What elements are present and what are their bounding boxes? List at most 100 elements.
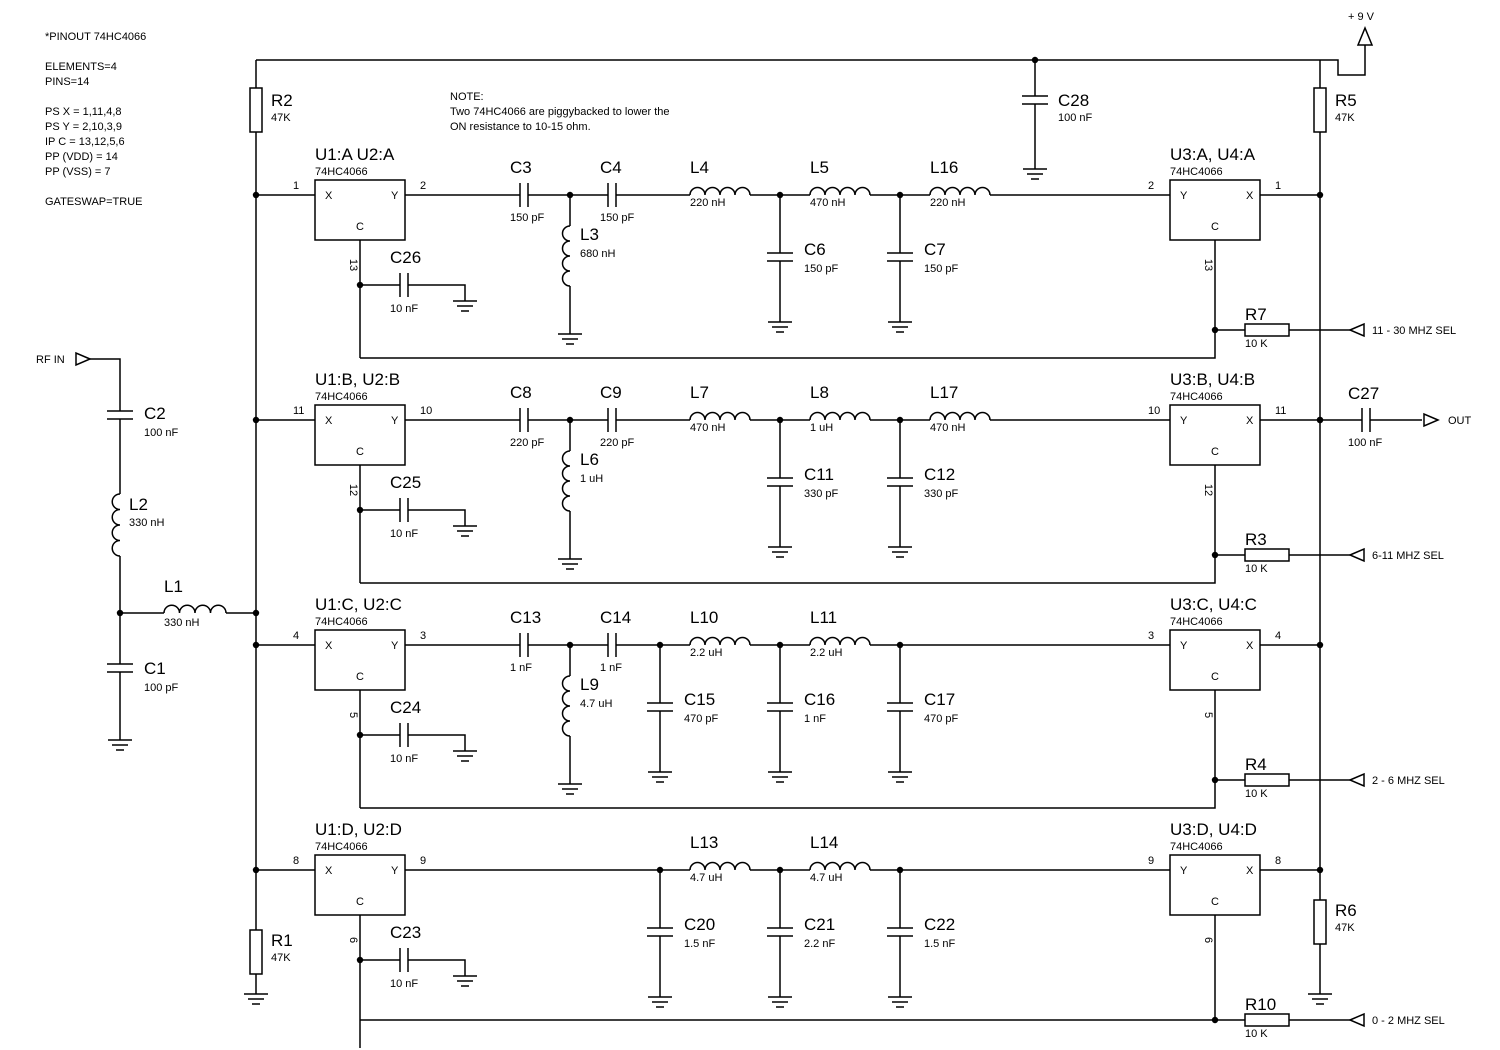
inductor-L9 xyxy=(561,675,571,737)
R3-designator: R3 xyxy=(1245,530,1267,549)
C8-designator: C8 xyxy=(510,383,532,402)
switch-4-right-letter: X xyxy=(1246,190,1254,202)
C20-value: 1.5 nF xyxy=(684,938,715,950)
C16-value: 1 nF xyxy=(804,713,826,725)
switch-0-pin-y: 2 xyxy=(420,180,426,192)
ground-symbol xyxy=(768,766,792,783)
switch-1-type: 74HC4066 xyxy=(315,391,368,403)
L7-value: 470 nH xyxy=(690,422,726,434)
sel-label-1: 6-11 MHZ SEL xyxy=(1372,550,1444,562)
switch-7-pin-y: 9 xyxy=(1148,855,1154,867)
switch-4-type: 74HC4066 xyxy=(1170,166,1223,178)
C16-designator: C16 xyxy=(804,690,835,709)
junction-dot xyxy=(1316,191,1324,199)
switch-0-name: U1:A U2:A xyxy=(315,145,395,164)
switch-0-pin-x: 1 xyxy=(293,180,299,192)
switch-0-c-letter: C xyxy=(356,221,364,233)
capacitor-C2 xyxy=(107,410,133,420)
C24-designator: C24 xyxy=(390,698,421,717)
L4-designator: L4 xyxy=(690,158,709,177)
junction-dot xyxy=(252,416,260,424)
inductor-L7 xyxy=(689,411,751,421)
ground-symbol xyxy=(1308,988,1332,1005)
ground-symbol xyxy=(888,766,912,783)
C14-value: 1 nF xyxy=(600,662,622,674)
C17-designator: C17 xyxy=(924,690,955,709)
C11-value: 330 pF xyxy=(804,488,839,500)
inductor-L11 xyxy=(809,636,871,646)
L1-designator: L1 xyxy=(164,577,183,596)
L13-value: 4.7 uH xyxy=(690,872,722,884)
L9-value: 4.7 uH xyxy=(580,698,612,710)
switch-1-name: U1:B, U2:B xyxy=(315,370,400,389)
header-note-psy: PS Y = 2,10,3,9 xyxy=(45,121,122,133)
switch-1-pin-c: 12 xyxy=(347,484,359,496)
inductor-L14 xyxy=(809,861,871,871)
R2-value: 47K xyxy=(271,112,291,124)
capacitor-C4 xyxy=(607,183,617,207)
C8-value: 220 pF xyxy=(510,437,545,449)
C12-value: 330 pF xyxy=(924,488,959,500)
junction-dot xyxy=(252,866,260,874)
C6-value: 150 pF xyxy=(804,263,839,275)
junction-dot xyxy=(1316,641,1324,649)
R6-value: 47K xyxy=(1335,922,1355,934)
L6-value: 1 uH xyxy=(580,473,603,485)
C2-designator: C2 xyxy=(144,404,166,423)
header-note-psx: PS X = 1,11,4,8 xyxy=(45,106,122,118)
junction-dot xyxy=(252,191,260,199)
switch-5-pin-c: 12 xyxy=(1202,484,1214,496)
capacitor-C17 xyxy=(887,702,913,712)
inductor-L10 xyxy=(689,636,751,646)
C27-value: 100 nF xyxy=(1348,437,1383,449)
switch-2-right-letter: Y xyxy=(391,640,399,652)
inductor-L1 xyxy=(163,604,227,614)
resistor-R4 xyxy=(1244,773,1290,787)
parts xyxy=(75,26,1440,1028)
header-note-vss: PP (VSS) = 7 xyxy=(45,166,111,178)
out-port xyxy=(1423,412,1440,428)
switch-6-right-letter: X xyxy=(1246,640,1254,652)
switch-1-right-letter: Y xyxy=(391,415,399,427)
junction-dot xyxy=(1316,416,1324,424)
switch-7-pin-x: 8 xyxy=(1275,855,1281,867)
R2-designator: R2 xyxy=(271,91,293,110)
C15-designator: C15 xyxy=(684,690,715,709)
cc-right-2 xyxy=(408,734,466,745)
vcc-label: + 9 V xyxy=(1348,11,1375,23)
inductor-L6 xyxy=(561,450,571,512)
capacitor-C20 xyxy=(647,927,673,937)
L16-designator: L16 xyxy=(930,158,958,177)
ground-symbol xyxy=(648,766,672,783)
switch-3-pin-c: 6 xyxy=(347,937,359,943)
resistor-R7 xyxy=(1244,323,1290,337)
wires xyxy=(90,45,1422,1048)
switch-6-left-letter: Y xyxy=(1180,640,1188,652)
cc-right-3 xyxy=(408,959,466,970)
R6-designator: R6 xyxy=(1335,901,1357,920)
switch-5-left-letter: Y xyxy=(1180,415,1188,427)
capacitor-C21 xyxy=(767,927,793,937)
rf-in-label: RF IN xyxy=(36,354,65,366)
capacitor-C25 xyxy=(399,498,409,522)
capacitor-C23 xyxy=(399,948,409,972)
switch-6-pin-x: 4 xyxy=(1275,630,1281,642)
R3-value: 10 K xyxy=(1245,563,1268,575)
capacitor-C14 xyxy=(607,633,617,657)
ground-symbol xyxy=(888,541,912,558)
L7-designator: L7 xyxy=(690,383,709,402)
L11-designator: L11 xyxy=(810,608,837,627)
sel-port-0 xyxy=(1348,322,1365,338)
ctrl-bus-2 xyxy=(360,780,1216,809)
ground-symbol xyxy=(888,991,912,1008)
note-line1: Two 74HC4066 are piggybacked to lower th… xyxy=(450,106,670,118)
C12-designator: C12 xyxy=(924,465,955,484)
capacitor-C3 xyxy=(519,183,529,207)
switch-2-pin-c: 5 xyxy=(347,712,359,718)
header-note-vdd: PP (VDD) = 14 xyxy=(45,151,118,163)
C1-designator: C1 xyxy=(144,659,166,678)
ctrl-bus-0 xyxy=(360,330,1216,359)
switch-3-pin-x: 8 xyxy=(293,855,299,867)
capacitor-C6 xyxy=(767,252,793,262)
